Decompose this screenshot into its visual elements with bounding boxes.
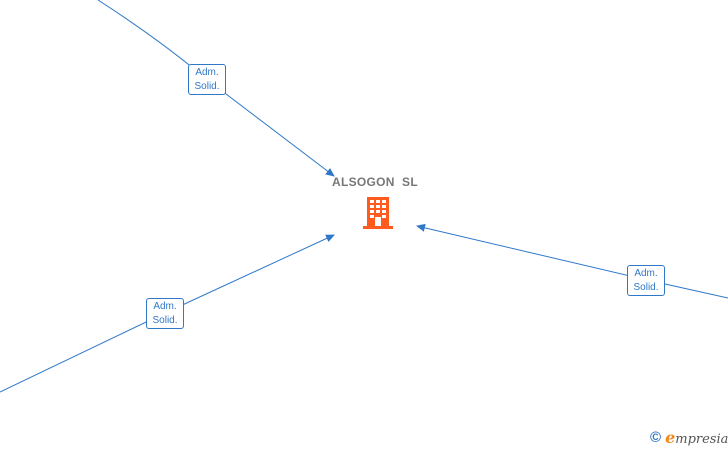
role-line1: Adm.: [195, 67, 219, 78]
company-name[interactable]: ALSOGON SL: [332, 175, 418, 189]
role-line2: Solid.: [152, 315, 178, 326]
copyright-icon: ©: [650, 429, 662, 446]
brand-logo: empresia: [665, 428, 728, 447]
role-badge-right[interactable]: Adm. Solid.: [627, 265, 665, 296]
brand-initial: e: [665, 428, 676, 447]
role-badge-top-left[interactable]: Adm. Solid.: [188, 64, 226, 95]
brand-watermark[interactable]: © empresia: [650, 428, 728, 447]
role-line2: Solid.: [194, 81, 220, 92]
role-line1: Adm.: [153, 301, 177, 312]
building-icon[interactable]: [362, 195, 394, 231]
brand-name-rest: mpresia: [675, 432, 728, 447]
role-badge-bottom-left[interactable]: Adm. Solid.: [146, 298, 184, 329]
role-line2: Solid.: [633, 282, 659, 293]
edge-right: [416, 223, 728, 299]
role-line1: Adm.: [634, 268, 658, 279]
